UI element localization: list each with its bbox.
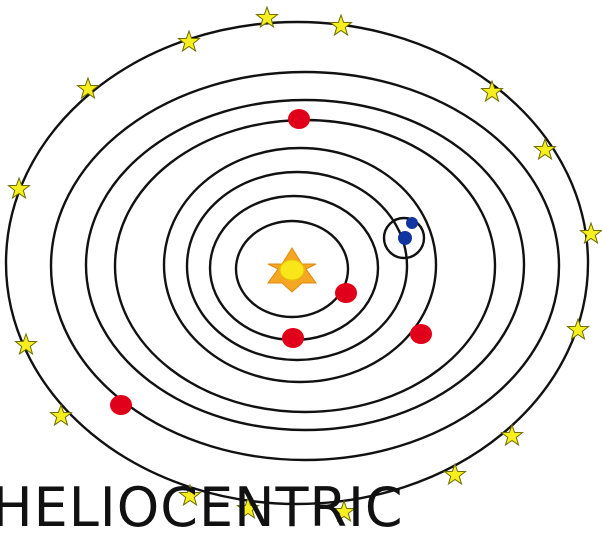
moon-orbit — [382, 216, 426, 260]
orbit-6 — [84, 98, 526, 432]
planet-icon — [288, 109, 310, 129]
orbit-7 — [49, 70, 561, 462]
moon-icon — [406, 217, 418, 229]
star-icon — [7, 176, 31, 200]
star-icon — [579, 221, 602, 245]
star-icon — [329, 13, 353, 37]
orbit-8 — [4, 20, 590, 506]
star-icon — [178, 483, 202, 507]
star-icon — [236, 496, 260, 520]
earth-icon — [398, 231, 412, 245]
star-icon — [566, 317, 590, 341]
caption-heliocentric: HELIOCENTRIC — [0, 476, 404, 539]
fixed-stars — [7, 5, 602, 523]
star-icon — [332, 499, 356, 523]
orbit-3 — [185, 170, 409, 362]
star-icon — [533, 137, 557, 161]
star-icon — [14, 332, 38, 356]
star-icon — [500, 423, 524, 447]
star-icon — [76, 76, 100, 100]
planet-icon — [410, 324, 432, 344]
planet-icon — [110, 395, 132, 415]
star-icon — [443, 462, 467, 486]
sun-icon — [267, 247, 317, 293]
star-icon — [49, 403, 73, 427]
planet-icon — [282, 328, 304, 348]
orbit-4 — [162, 146, 438, 384]
star-icon — [177, 29, 201, 53]
planet-icon — [335, 283, 357, 303]
star-icon — [255, 5, 279, 29]
planets — [110, 109, 432, 415]
star-icon — [480, 79, 504, 103]
orbit-1 — [234, 219, 350, 319]
